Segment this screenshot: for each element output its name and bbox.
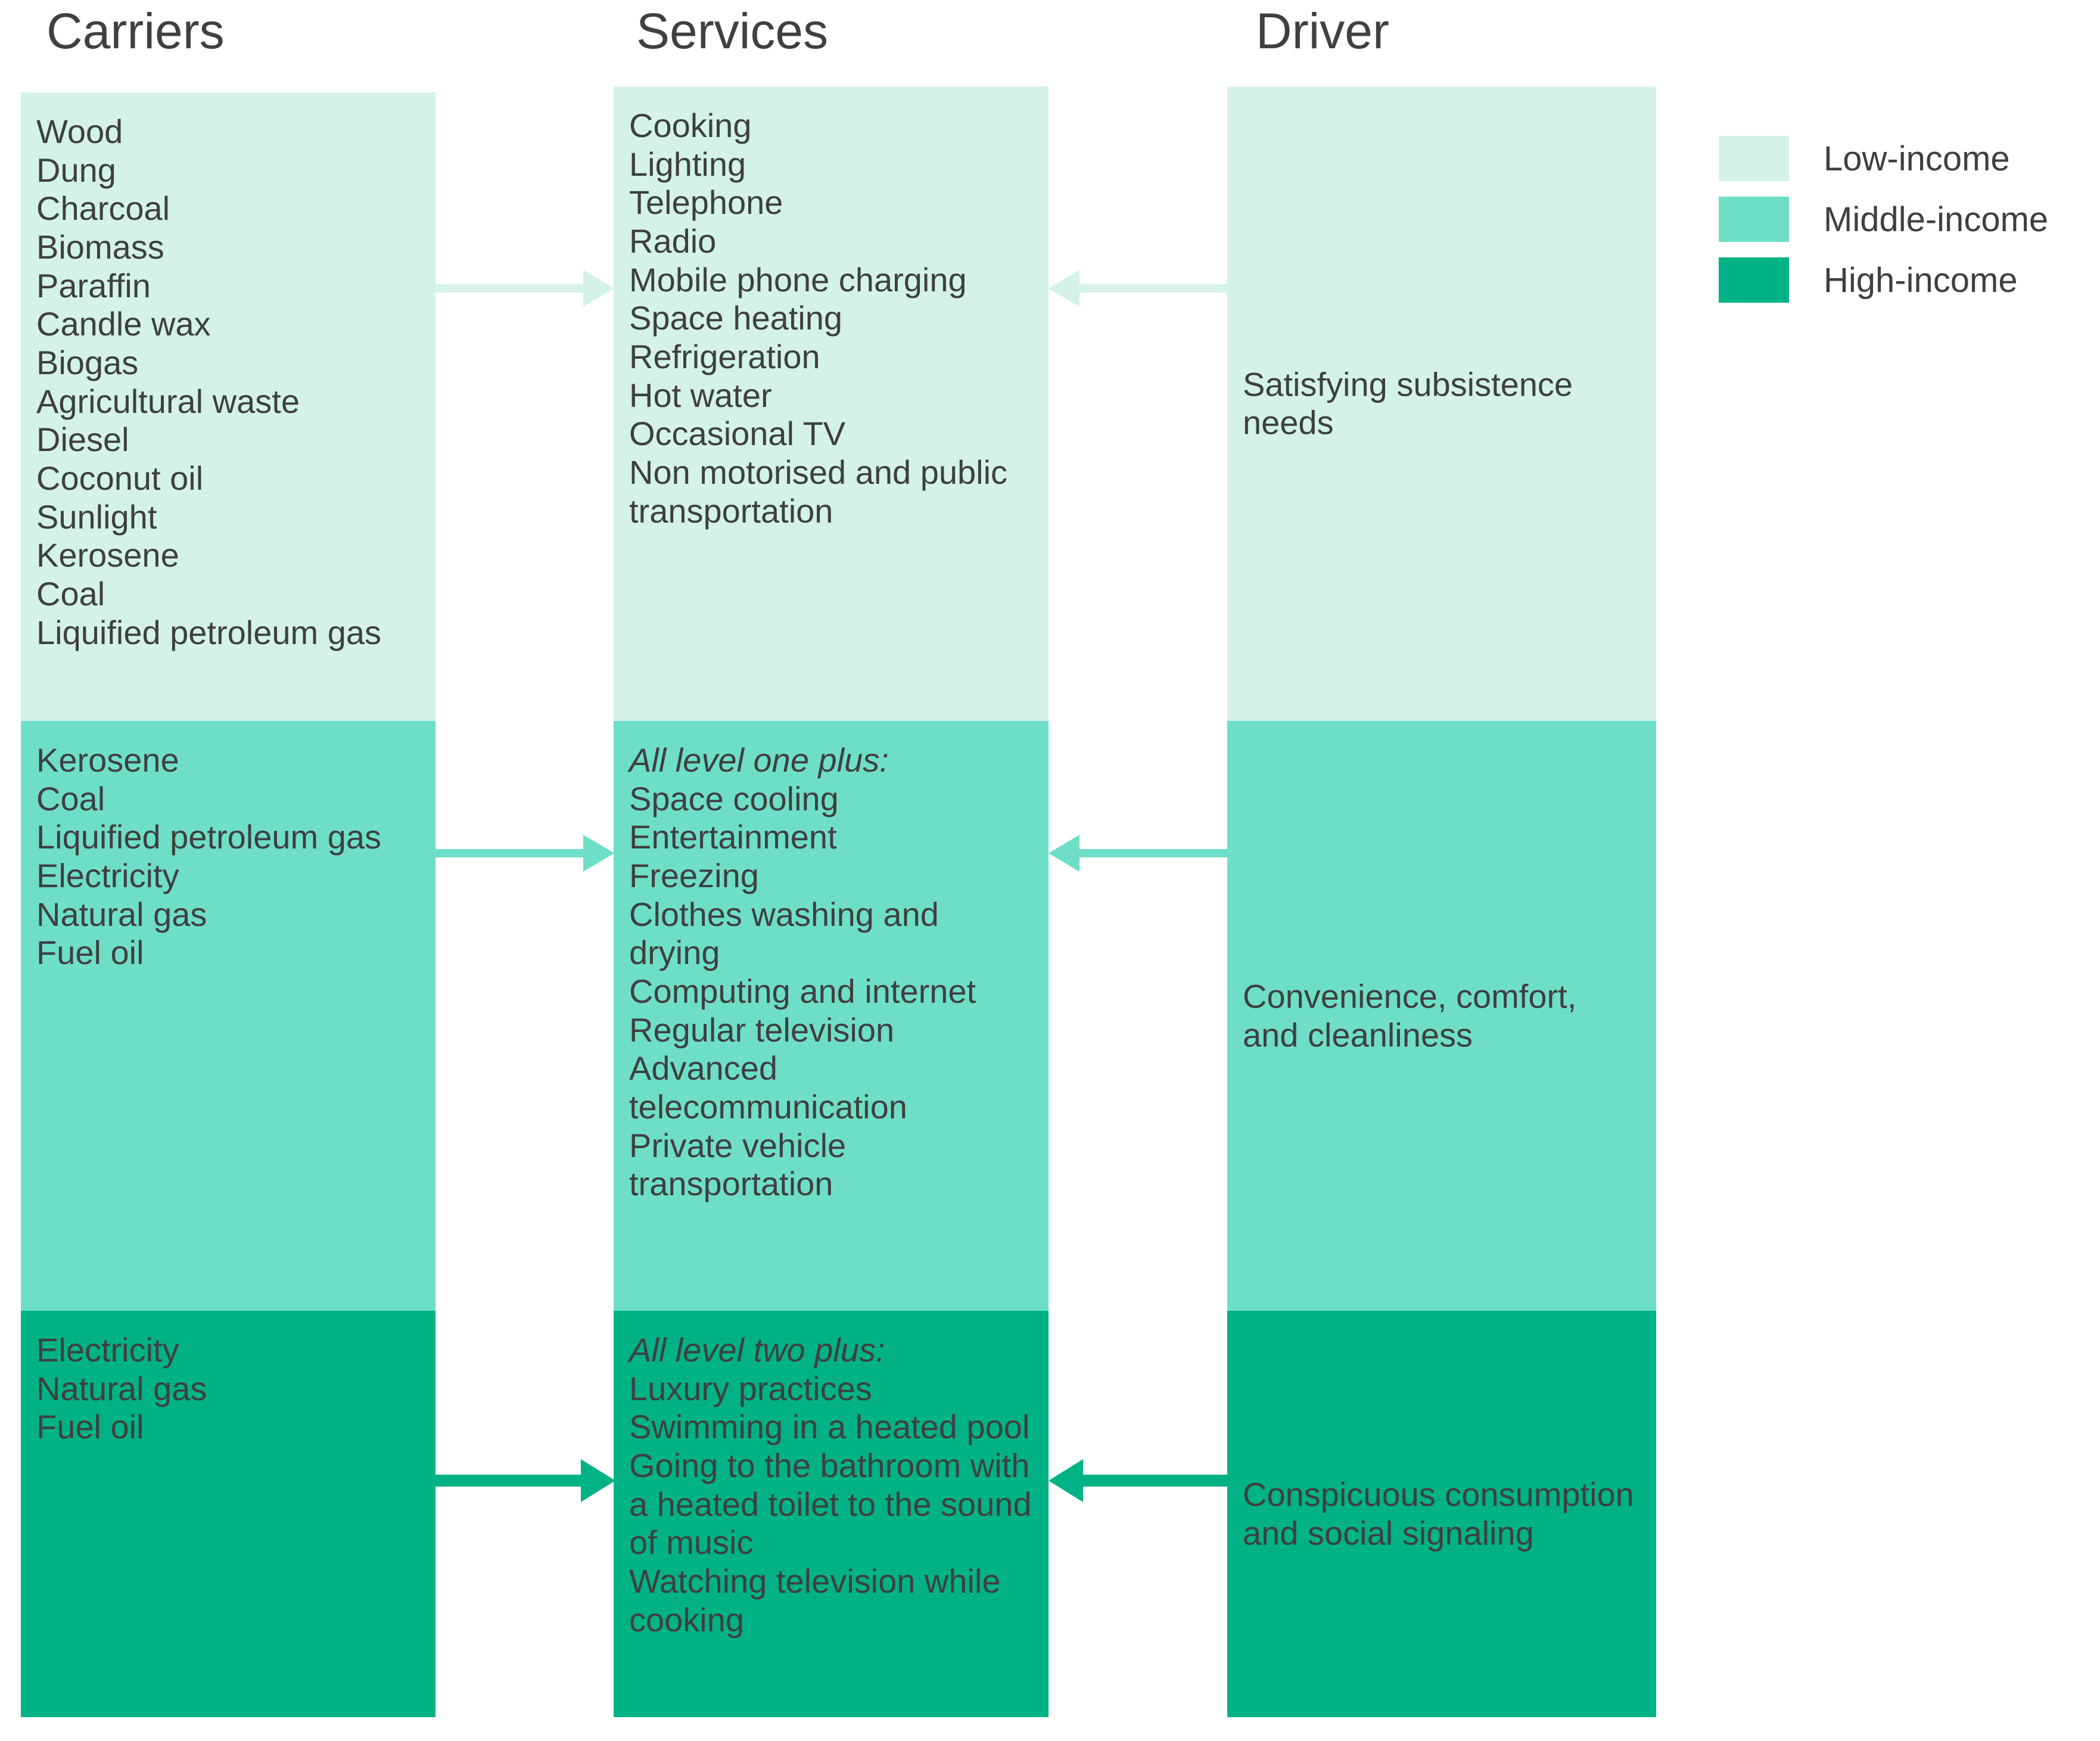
list-item: Liquified petroleum gas	[36, 613, 382, 651]
legend-label: Middle-income	[1824, 200, 2049, 239]
list-item: Charcoal	[36, 189, 170, 228]
carriers-band-middle-income: Kerosene Coal Liquified petroleum gas El…	[21, 721, 435, 1311]
list-item: Wood	[36, 113, 123, 150]
list-item: Liquified petroleum gas	[36, 818, 382, 856]
legend-swatch-middle-income-icon	[1719, 197, 1789, 242]
arrow-head-right-icon	[583, 270, 614, 307]
list-item: Biomass	[36, 228, 164, 266]
arrow-head-right-icon	[583, 835, 614, 872]
list-item: Private vehicle transportation	[629, 1126, 855, 1203]
legend-label: High-income	[1824, 260, 2018, 300]
band-heading: All level one plus:	[629, 741, 889, 779]
services-band-high-income: All level two plus: Luxury practices Swi…	[614, 1311, 1049, 1717]
driver-band-low-income: Satisfying subsistence needs	[1227, 86, 1656, 721]
band-heading: All level two plus:	[629, 1331, 885, 1369]
arrow-head-left-icon	[1049, 1459, 1083, 1502]
arrow-shaft	[1077, 284, 1227, 293]
list-item: Lighting	[629, 145, 746, 183]
list-item: Mobile phone charging	[629, 260, 967, 299]
arrow-shaft	[435, 284, 586, 293]
list-item: Telephone	[629, 184, 783, 222]
arrow-shaft	[1078, 1475, 1227, 1487]
list-item: Occasional TV	[629, 415, 846, 453]
legend-swatch-high-income-icon	[1719, 257, 1789, 303]
arrow-shaft	[435, 849, 586, 857]
driver-band-high-income: Conspicuous consumption and social signa…	[1227, 1311, 1656, 1717]
page-title-driver: Driver	[1256, 3, 1389, 59]
list-item: Diesel	[36, 421, 129, 459]
arrow-shaft	[1077, 849, 1227, 857]
list-item: Freezing	[629, 857, 759, 895]
list-item: Radio	[629, 222, 717, 260]
page-title-services: Services	[636, 3, 829, 59]
page-title-carriers: Carriers	[46, 3, 225, 59]
driver-text: Conspicuous consumption and social signa…	[1243, 1475, 1644, 1552]
list-item: Cooking	[629, 107, 752, 144]
list-item: Agricultural waste	[36, 382, 300, 420]
carriers-band-high-income: Electricity Natural gas Fuel oil	[21, 1311, 435, 1717]
arrow-head-left-icon	[1049, 270, 1079, 307]
list-item: Hot water	[629, 376, 772, 414]
list-item: Coal	[36, 575, 105, 613]
list-item: Electricity	[36, 1331, 179, 1369]
arrow-head-left-icon	[1049, 835, 1079, 872]
list-item: Going to the bathroom with a heated toil…	[629, 1447, 1041, 1562]
list-item: Natural gas	[36, 895, 207, 933]
list-item: Computing and internet	[629, 972, 976, 1011]
legend-item-low-income: Low-income	[1719, 136, 2048, 181]
list-item: Refrigeration	[629, 338, 820, 376]
list-item: Natural gas	[36, 1369, 207, 1407]
list-item: Sunlight	[36, 498, 157, 536]
services-column: Cooking Lighting Telephone Radio Mobile …	[614, 86, 1049, 1717]
arrow-head-right-icon	[581, 1459, 615, 1502]
list-item: Non motorised and public transportation	[629, 453, 1017, 530]
list-item: Regular television	[629, 1011, 895, 1049]
list-item: Space heating	[629, 299, 843, 337]
list-item: Kerosene	[36, 741, 179, 779]
legend-swatch-low-income-icon	[1719, 136, 1789, 181]
carriers-column: Wood Dung Charcoal Biomass Paraffin Cand…	[21, 92, 435, 1717]
carriers-band-low-income: Wood Dung Charcoal Biomass Paraffin Cand…	[21, 92, 435, 721]
driver-text: Satisfying subsistence needs	[1243, 365, 1582, 442]
legend-item-middle-income: Middle-income	[1719, 197, 2048, 242]
list-item: Clothes washing and drying	[629, 895, 948, 972]
list-item: Luxury practices	[629, 1369, 872, 1407]
list-item: Fuel oil	[36, 1408, 144, 1446]
list-item: Advanced telecommunication	[629, 1049, 907, 1126]
list-item: Watching television while cooking	[629, 1562, 1010, 1639]
list-item: Kerosene	[36, 536, 179, 574]
legend-label: Low-income	[1824, 139, 2010, 178]
list-item: Coconut oil	[36, 459, 204, 498]
list-item: Space cooling	[629, 779, 839, 817]
list-item: Biogas	[36, 344, 139, 382]
legend-item-high-income: High-income	[1719, 257, 2048, 303]
list-item: Paraffin	[36, 266, 151, 304]
list-item: Entertainment	[629, 818, 837, 856]
list-item: Electricity	[36, 857, 179, 895]
services-band-low-income: Cooking Lighting Telephone Radio Mobile …	[614, 86, 1049, 721]
list-item: Swimming in a heated pool	[629, 1408, 1030, 1446]
list-item: Fuel oil	[36, 934, 144, 972]
driver-text: Convenience, comfort, and cleanliness	[1243, 977, 1586, 1053]
arrow-shaft	[435, 1475, 584, 1487]
list-item: Candle wax	[36, 305, 211, 343]
list-item: Dung	[36, 151, 116, 189]
services-band-middle-income: All level one plus: Space cooling Entert…	[614, 721, 1049, 1311]
driver-band-middle-income: Convenience, comfort, and cleanliness	[1227, 721, 1656, 1311]
list-item: Coal	[36, 779, 105, 817]
driver-column: Satisfying subsistence needs Convenience…	[1227, 86, 1656, 1717]
legend: Low-income Middle-income High-income	[1719, 136, 2048, 303]
